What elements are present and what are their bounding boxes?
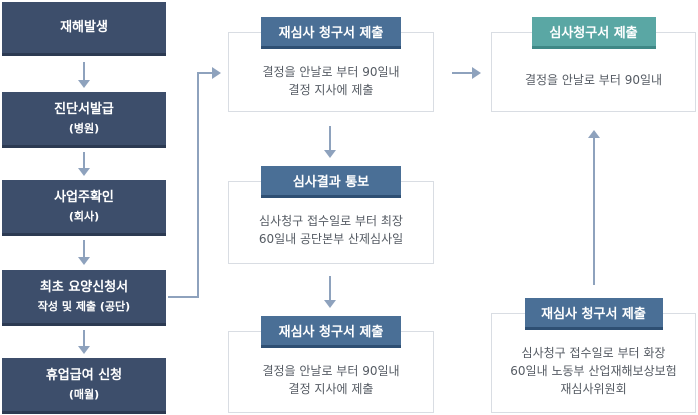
arrowhead-up <box>588 130 600 138</box>
arrowhead-down <box>78 80 90 88</box>
connector-line <box>168 72 214 298</box>
card-review-claim-submit: 심사청구서 제출 결정을 안날로 부터 90일내 <box>491 17 696 112</box>
step-sub: (매월) <box>68 387 100 401</box>
step-accident: 재해발생 <box>2 2 166 56</box>
arrowhead-down <box>78 346 90 354</box>
step-sub: (회사) <box>68 209 100 223</box>
card-body: 결정을 안날로 부터 90일내 결정 지사에 제출 <box>229 362 433 398</box>
arrowhead-down <box>324 300 336 308</box>
card-header: 재심사 청구서 제출 <box>261 316 401 348</box>
card-line: 결정 지사에 제출 <box>288 382 374 396</box>
arrowhead-right <box>212 67 221 79</box>
card-header: 재심사 청구서 제출 <box>261 17 401 49</box>
arrowhead-down <box>78 168 90 176</box>
card-reexam-claim-submit: 재심사 청구서 제출 심사청구 접수일로 부터 화장 60일내 노동부 산업재해… <box>491 298 696 413</box>
card-body: 심사청구 접수일로 부터 화장 60일내 노동부 산업재해보상보험 재심사위원회 <box>492 344 695 398</box>
card-header: 심사청구서 제출 <box>531 17 656 49</box>
card-reexam-submit-top: 재심사 청구서 제출 결정을 안날로 부터 90일내 결정 지사에 제출 <box>228 17 434 112</box>
card-line: 결정 지사에 제출 <box>288 83 374 97</box>
card-line: 60일내 노동부 산업재해보상보험 <box>510 364 677 378</box>
card-line: 심사청구 접수일로 부터 화장 <box>521 346 666 360</box>
card-line: 결정을 안날로 부터 90일내 <box>262 65 400 79</box>
step-diagnosis: 진단서발급 (병원) <box>2 92 166 148</box>
card-line: 60일내 공단본부 산제심사일 <box>258 232 404 246</box>
step-sub: 작성 및 제출 (공단) <box>37 299 131 313</box>
step-employer-confirm: 사업주확인 (회사) <box>2 180 166 236</box>
card-body: 결정을 안날로 부터 90일내 <box>492 71 695 89</box>
card-line: 심사청구 접수일로 부터 최장 <box>259 214 403 228</box>
card-body: 결정을 안날로 부터 90일내 결정 지사에 제출 <box>229 63 433 99</box>
step-title: 최초 요양신청서 <box>39 279 129 295</box>
card-body: 심사청구 접수일로 부터 최장 60일내 공단본부 산제심사일 <box>229 212 433 248</box>
card-line: 결정을 안날로 부터 90일내 <box>524 73 663 87</box>
step-sub: (병원) <box>68 121 100 135</box>
card-line: 재심사위원회 <box>560 382 627 396</box>
step-leave-benefit: 휴업급여 신청 (매월) <box>2 358 166 414</box>
step-title: 재해발생 <box>60 19 108 35</box>
arrowhead-right <box>472 67 481 79</box>
card-header: 재심사 청구서 제출 <box>524 298 663 330</box>
card-header: 심사결과 통보 <box>261 166 401 198</box>
step-title: 휴업급여 신청 <box>45 367 123 383</box>
arrowhead-down <box>324 150 336 158</box>
step-title: 진단서발급 <box>54 101 114 117</box>
card-line: 결정을 안날로 부터 90일내 <box>262 364 400 378</box>
step-initial-application: 최초 요양신청서 작성 및 제출 (공단) <box>2 270 166 326</box>
card-review-result: 심사결과 통보 심사청구 접수일로 부터 최장 60일내 공단본부 산제심사일 <box>228 166 434 264</box>
step-title: 사업주확인 <box>54 189 114 205</box>
card-reexam-submit-bottom: 재심사 청구서 제출 결정을 안날로 부터 90일내 결정 지사에 제출 <box>228 316 434 413</box>
arrowhead-down <box>78 257 90 265</box>
